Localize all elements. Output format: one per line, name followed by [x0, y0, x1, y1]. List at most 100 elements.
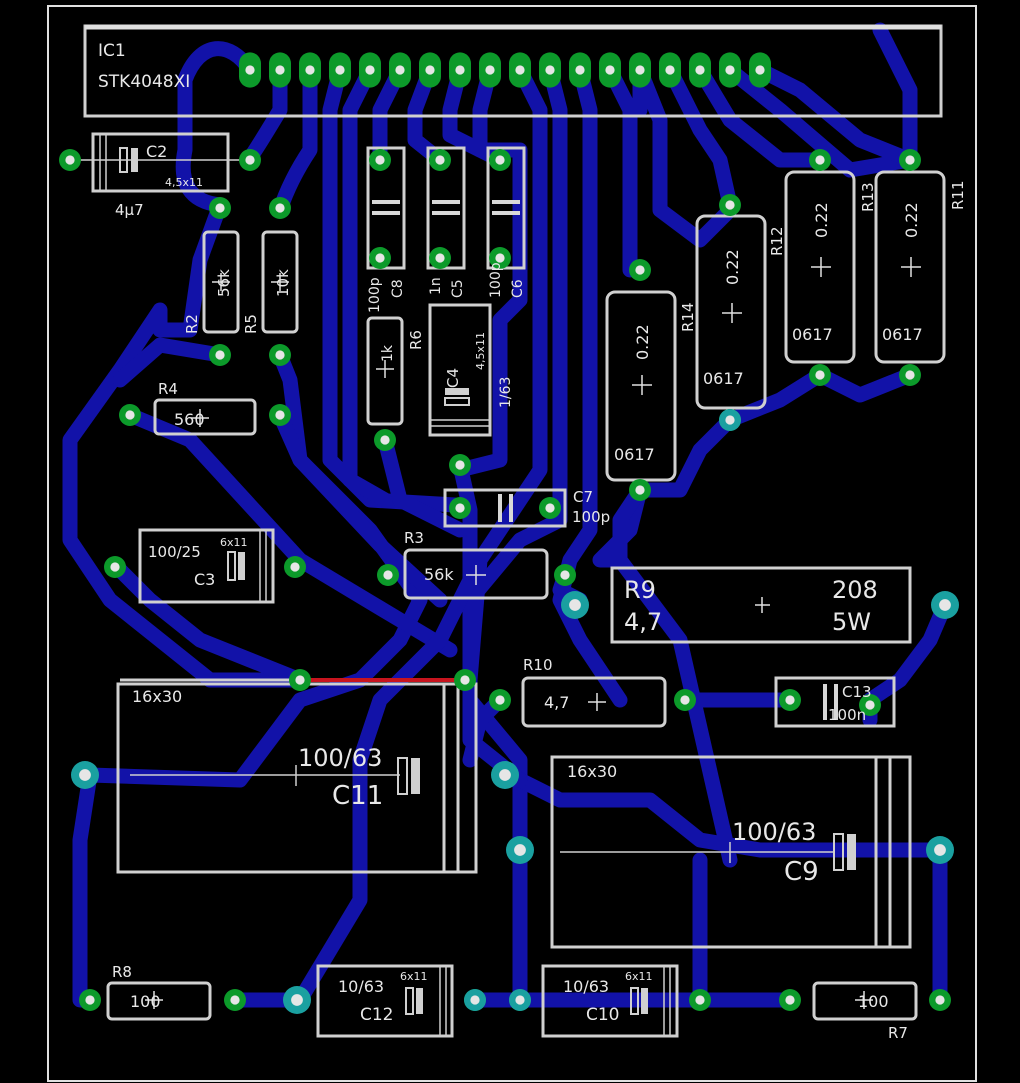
c7-value: 100p: [572, 508, 610, 526]
pad: [779, 689, 801, 711]
c13-value: 100n: [828, 706, 866, 724]
c10-outline: [541, 964, 679, 1038]
c13-outline: [774, 676, 896, 728]
pad: [419, 52, 441, 88]
r12-package: 0617: [703, 369, 744, 388]
trace: [632, 412, 738, 498]
trace: [467, 842, 528, 1008]
pad: [859, 694, 881, 716]
r3-value: 56k: [424, 565, 454, 584]
pad: [359, 52, 381, 88]
pad: [269, 197, 291, 219]
r6-ref: R6: [407, 330, 425, 350]
pad: [224, 989, 246, 1011]
pad: [491, 761, 519, 789]
trace: [872, 22, 918, 168]
pad: [489, 689, 511, 711]
c4-outline: [428, 303, 492, 437]
pad: [104, 556, 126, 578]
c6-outline: [486, 146, 526, 270]
r9-ref: R9: [624, 576, 656, 604]
trace: [377, 432, 468, 538]
pad: [299, 52, 321, 88]
trace: [722, 367, 828, 428]
pad: [454, 669, 476, 691]
trace: [107, 557, 308, 688]
c12-size: 6x11: [400, 970, 428, 983]
pad: [929, 989, 951, 1011]
c5-ref: C5: [450, 279, 466, 298]
c9-value: 100/63: [732, 818, 816, 846]
pad: [719, 409, 741, 431]
c5-outline: [426, 146, 466, 270]
r4-ref: R4: [158, 380, 178, 398]
pad: [509, 989, 531, 1011]
c11-ref: C11: [332, 781, 383, 811]
r9-value: 4,7: [624, 608, 662, 636]
pad: [629, 52, 651, 88]
c13-ref: C13: [842, 683, 872, 701]
trace: [175, 41, 258, 213]
pad: [449, 454, 471, 476]
r5-ref: R5: [242, 314, 260, 334]
ic1-ref: IC1: [98, 41, 126, 61]
copper-traces: [62, 22, 953, 1008]
pad: [119, 404, 141, 426]
r4-body: [153, 398, 257, 436]
pad: [674, 689, 696, 711]
pad: [374, 429, 396, 451]
pad: [329, 52, 351, 88]
trace: [72, 767, 98, 1008]
c4-value: 1/63: [498, 377, 514, 408]
pad: [429, 149, 451, 171]
pad: [269, 344, 291, 366]
pad: [479, 52, 501, 88]
r8-ref: R8: [112, 963, 132, 981]
c8-ref: C8: [390, 279, 406, 298]
board-outline: [47, 5, 977, 1082]
c6-ref: C6: [510, 279, 526, 298]
pad: [599, 52, 621, 88]
r10-value: 4,7: [544, 693, 569, 712]
pad: [629, 479, 651, 501]
r11-ref: R11: [949, 180, 967, 210]
pad: [561, 591, 589, 619]
r4-value: 560: [174, 410, 205, 429]
c12-outline: [316, 964, 454, 1038]
r3-body: [403, 548, 549, 600]
r13-ref: R13: [859, 182, 877, 212]
c2-ref: C2: [146, 142, 167, 161]
pad: [719, 52, 741, 88]
pad: [554, 564, 576, 586]
r14-ref: R14: [679, 302, 697, 332]
trace: [342, 62, 393, 508]
c2-outline: [91, 132, 230, 193]
c9-ref: C9: [784, 857, 819, 887]
pad: [389, 52, 411, 88]
pad: [809, 364, 831, 386]
r13-package: 0617: [792, 325, 833, 344]
r12-ref: R12: [768, 226, 786, 256]
pad: [489, 247, 511, 269]
pad: [689, 989, 711, 1011]
c4-ref: C4: [444, 368, 462, 388]
c10-value: 10/63: [563, 977, 609, 996]
pads: [59, 52, 959, 1014]
c3-size: 6x11: [220, 536, 248, 549]
pad: [926, 836, 954, 864]
pad: [779, 989, 801, 1011]
pad: [429, 247, 451, 269]
pad: [899, 364, 921, 386]
pad: [749, 52, 771, 88]
r11-package: 0617: [882, 325, 923, 344]
r2-body: [202, 230, 240, 334]
c9-size: 16x30: [567, 762, 617, 781]
pad: [283, 986, 311, 1014]
pad: [539, 52, 561, 88]
r7-value: 100: [858, 992, 889, 1011]
r9-package: 208: [832, 576, 878, 604]
c4-size: 4,5x11: [474, 332, 487, 370]
pad: [71, 761, 99, 789]
c3-outline: [138, 528, 275, 604]
pad: [377, 564, 399, 586]
